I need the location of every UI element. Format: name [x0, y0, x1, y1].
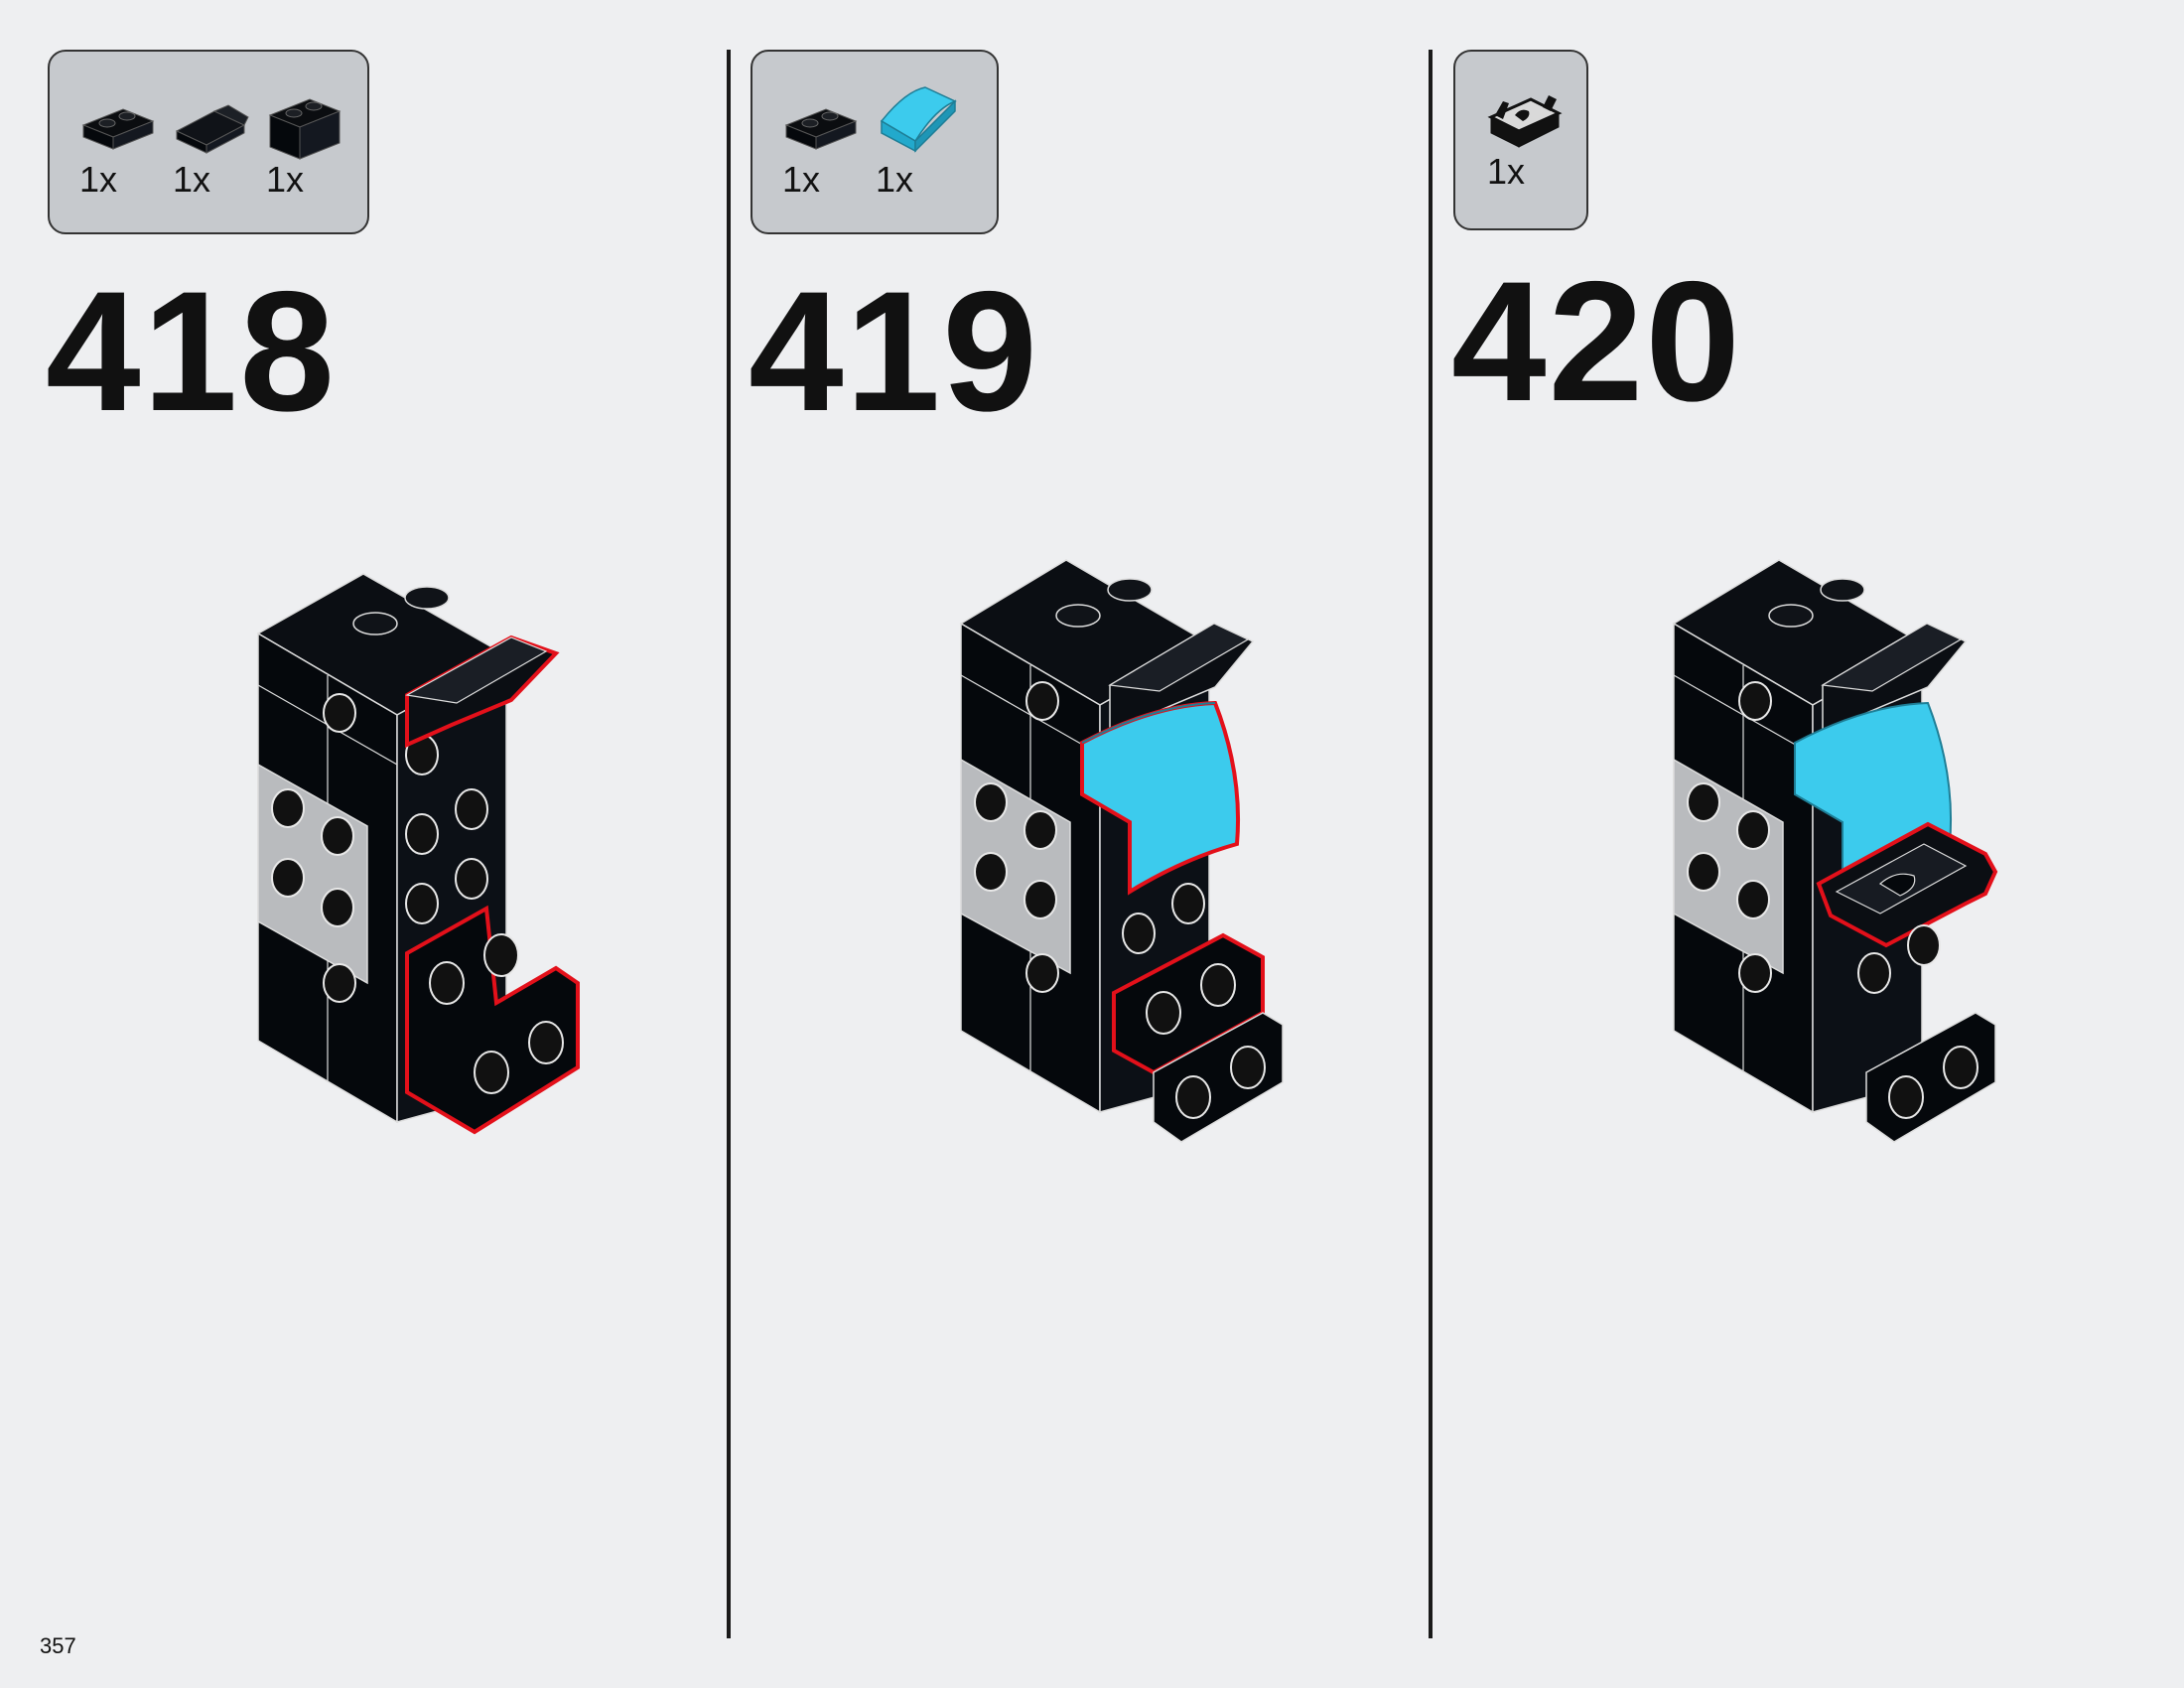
part-qty: 1x: [173, 159, 211, 200]
step-number: 419: [749, 256, 1039, 447]
model-illustration-step-420: [1672, 559, 1998, 1143]
black-brick-1x2-icon: [268, 98, 341, 160]
model-illustration-step-419: [959, 559, 1284, 1143]
page-number: 357: [40, 1633, 76, 1658]
black-plate-1x2-icon: [81, 108, 155, 150]
part-qty: 1x: [876, 159, 914, 200]
black-plate-1x2-icon: [784, 108, 858, 150]
parts-callout-step-418: 1x 1x 1x: [48, 50, 369, 234]
part-qty: 1x: [782, 159, 821, 200]
part-qty: 1x: [79, 159, 118, 200]
part-qty: 1x: [1487, 151, 1526, 192]
black-clip-plate-icon: [1487, 95, 1563, 148]
step-number: 418: [46, 256, 337, 447]
azure-curved-slope-icon: [880, 86, 957, 153]
step-number: 420: [1451, 246, 1742, 437]
column-divider: [1429, 50, 1433, 1638]
column-divider: [727, 50, 731, 1638]
model-illustration-step-418: [256, 573, 580, 1135]
parts-callout-step-419: 1x 1x: [751, 50, 999, 234]
parts-callout-step-420: 1x: [1453, 50, 1588, 230]
part-qty: 1x: [266, 159, 305, 200]
black-slope-tile-icon: [175, 104, 249, 154]
